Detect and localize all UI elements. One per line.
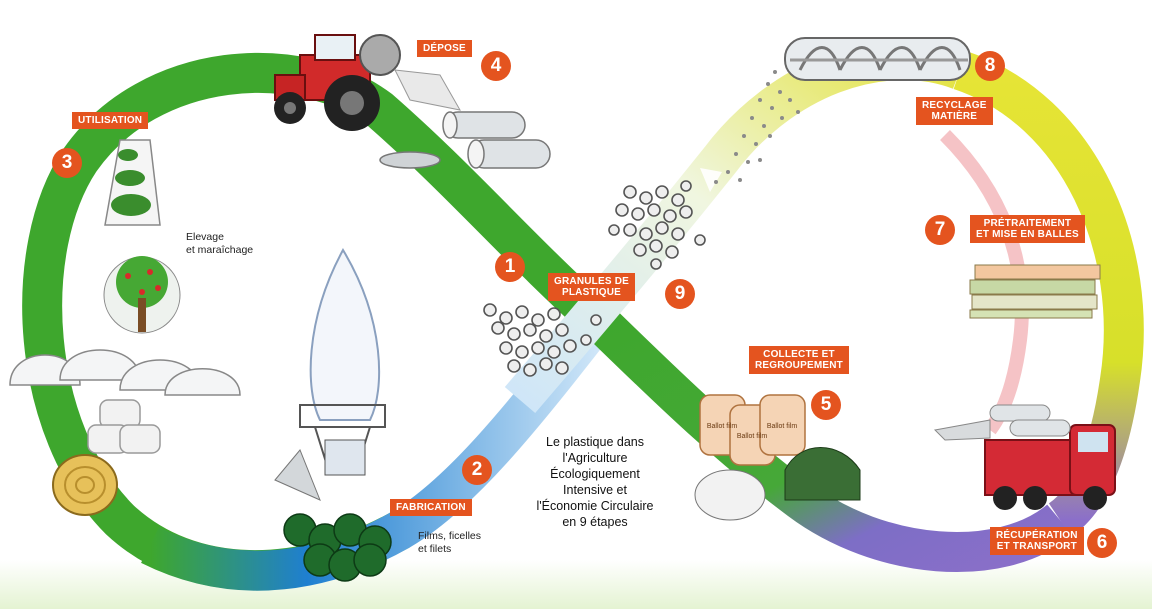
tray-icon	[104, 139, 161, 226]
bag-label: Ballot film	[737, 433, 768, 440]
granule-dust	[714, 70, 800, 184]
step-4-badge: 4	[481, 51, 511, 81]
step-3-badge: 3	[52, 148, 82, 178]
step-9-badge: 9	[665, 279, 695, 309]
step-1-badge: 1	[495, 252, 525, 282]
extruder-screw-icon	[784, 37, 971, 81]
granules-icon	[608, 180, 706, 270]
bag-icon: Ballot film Ballot film Ballot film	[694, 394, 861, 521]
granules-icon	[483, 303, 602, 377]
step-8-badge: 8	[975, 51, 1005, 81]
tractor-icon	[274, 34, 461, 131]
step-6-label: RÉCUPÉRATION ET TRANSPORT	[990, 527, 1084, 555]
step-5-badge: 5	[811, 390, 841, 420]
net-roll-icon	[283, 513, 392, 582]
arrow-chevron-icon	[478, 362, 500, 398]
truck-icon	[933, 404, 1116, 510]
step-8-label: RECYCLAGE MATIÈRE	[916, 97, 993, 125]
bag-label: Ballot film	[707, 423, 738, 430]
loop-yellow-cross	[504, 40, 968, 414]
bale-stack-icon	[969, 264, 1101, 319]
apple-tree-icon	[103, 256, 181, 334]
bag-label: Ballot film	[767, 423, 798, 430]
film-roll-icon	[379, 111, 551, 169]
arrow-chevron-icon	[700, 168, 722, 192]
step-2-badge: 2	[462, 455, 492, 485]
step-1-label: GRANULES DE PLASTIQUE	[548, 273, 635, 301]
step-2-label: FABRICATION	[390, 499, 472, 516]
hay-bale-icon	[52, 454, 118, 516]
blown-film-tower-icon	[274, 247, 386, 501]
step-3-label: UTILISATION	[72, 112, 149, 129]
step-7-label: PRÉTRAITEMENT ET MISE EN BALLES	[970, 215, 1085, 243]
tunnel-icon	[9, 349, 241, 396]
step-4-label: DÉPOSE	[417, 40, 472, 57]
diagram-title: Le plastique dans l'Agriculture Écologiq…	[536, 435, 654, 529]
step-2-note: Films, ficelles et filets	[418, 530, 482, 555]
step-6-badge: 6	[1087, 528, 1117, 558]
step-7-badge: 7	[925, 215, 955, 245]
round-bale-icon	[87, 399, 161, 454]
step-5-label: COLLECTE ET REGROUPEMENT	[749, 346, 849, 374]
step-3-note: Elevage et maraîchage	[186, 231, 254, 256]
